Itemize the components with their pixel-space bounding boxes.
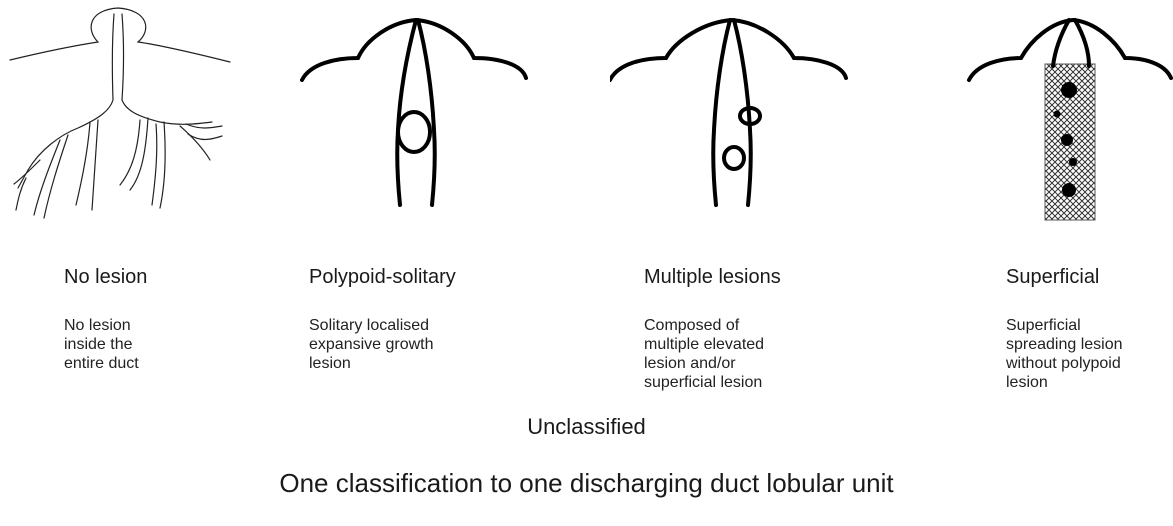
polypoid-solitary-illustration — [290, 0, 530, 230]
column-title-superficial: Superficial — [1006, 266, 1099, 289]
column-description-polypoid-solitary: Solitary localised expansive growth lesi… — [309, 316, 434, 373]
multiple-lesions-illustration — [610, 0, 850, 230]
column-title-no-lesion: No lesion — [64, 266, 147, 289]
superficial-illustration — [965, 0, 1173, 230]
column-title-multiple-lesions: Multiple lesions — [644, 266, 781, 289]
column-title-polypoid-solitary: Polypoid-solitary — [309, 266, 456, 289]
unclassified-label: Unclassified — [0, 414, 1173, 440]
column-description-no-lesion: No lesion inside the entire duct — [64, 316, 139, 373]
footer-caption: One classification to one discharging du… — [0, 468, 1173, 499]
no-lesion-illustration — [0, 0, 235, 230]
column-description-multiple-lesions: Composed of multiple elevated lesion and… — [644, 316, 764, 392]
column-description-superficial: Superficial spreading lesion without pol… — [1006, 316, 1123, 392]
